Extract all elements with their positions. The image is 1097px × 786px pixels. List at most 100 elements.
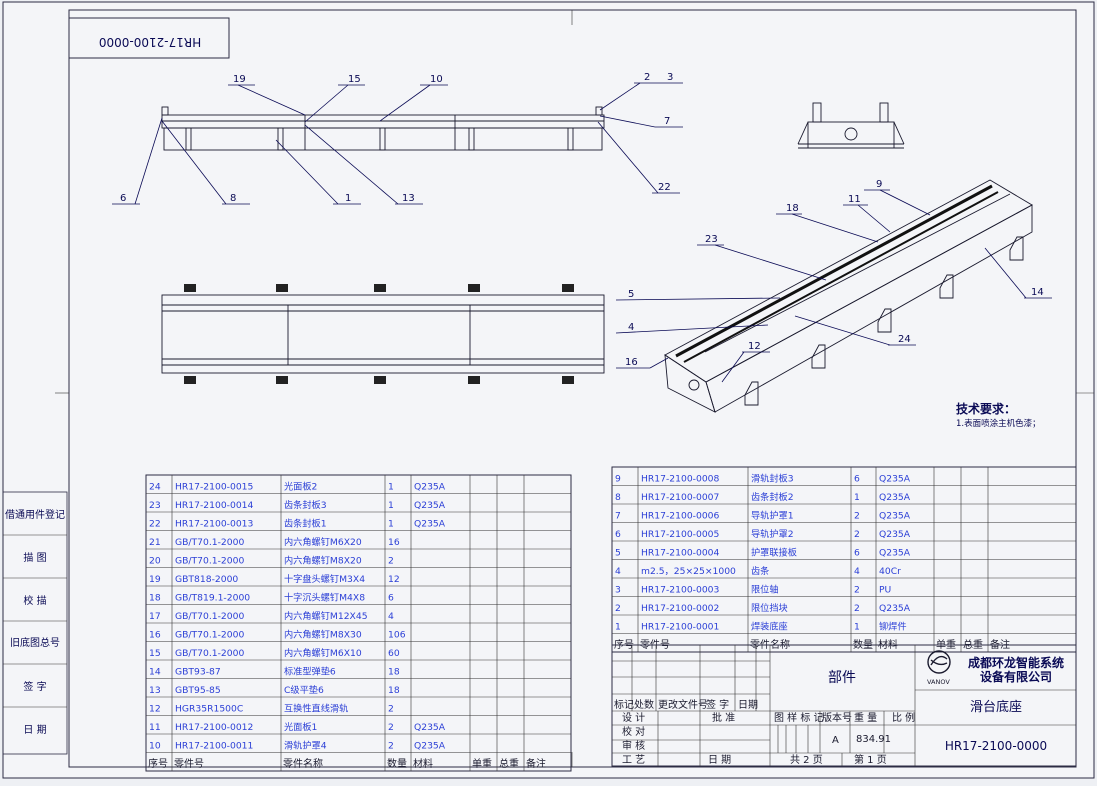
bom-left-row-24-col-2: 光面板2: [284, 481, 317, 493]
bom-right-row-8-col-4: Q235A: [879, 492, 911, 503]
bom-left-row-22-col-0: 22: [149, 519, 161, 530]
rev-header-mark: 标记: [614, 699, 634, 711]
balloon-8: 8: [230, 193, 236, 204]
bom-left-row-23-col-1: HR17-2100-0014: [175, 500, 254, 511]
bom-left-row-20-col-1: GB/T70.1-2000: [175, 556, 244, 567]
bom-right-row-2-col-2: 限位挡块: [751, 602, 788, 614]
bom-right-row-8-col-0: 8: [615, 492, 621, 503]
bom-left-row-21-col-1: GB/T70.1-2000: [175, 537, 244, 548]
bom-left-row-14-col-3: 18: [388, 667, 400, 678]
bom-left-row-16-col-1: GB/T70.1-2000: [175, 630, 244, 641]
bom-left-row-16-col-0: 16: [149, 630, 161, 641]
bom-right-row-7-col-0: 7: [615, 511, 621, 522]
balloon-24: 24: [898, 334, 911, 345]
bom-right-row-1-col-0: 1: [615, 622, 621, 633]
bom-left-header-1: 零件号: [174, 758, 204, 770]
bom-left-row-21-col-3: 16: [388, 537, 400, 548]
bom-right-row-4-col-2: 齿条: [751, 565, 769, 577]
bom-left-row-22-col-3: 1: [388, 519, 394, 530]
bom-right-row-6-col-3: 2: [854, 529, 860, 540]
bom-left-row-20-col-3: 2: [388, 556, 394, 567]
bom-left-row-19-col-2: 十字盘头螺钉M3X4: [284, 573, 365, 585]
bom-right-row-6-col-2: 导轨护罩2: [751, 528, 794, 540]
bom-left-row-15-col-3: 60: [388, 648, 400, 659]
bom-right-row-6-col-4: Q235A: [879, 529, 911, 540]
bom-left-row-19-col-0: 19: [149, 574, 161, 585]
bom-right-row-8-col-2: 齿条封板2: [751, 491, 794, 503]
bom-left-header-5: 单重: [472, 757, 492, 770]
inner-frame: [68, 9, 1077, 768]
balloon-10: 10: [430, 74, 443, 85]
balloon-2: 2: [644, 72, 650, 83]
title-block: 标记 处数 更改文件号 签 字 日期 设 计 校 对 审 核 工 艺 批 准 日…: [611, 644, 1077, 767]
bom-right-row-2-col-0: 2: [615, 603, 621, 614]
bom-right-row-3-col-3: 2: [854, 585, 860, 596]
balloon-12: 12: [748, 341, 761, 352]
bom-right-row-1-col-1: HR17-2100-0001: [641, 622, 719, 633]
bom-right-row-8-col-3: 1: [854, 492, 860, 503]
top-code: HR17-2100-0000: [99, 35, 201, 49]
bom-right-row-9-col-2: 滑轨封板3: [751, 473, 794, 485]
balloon-22: 22: [658, 182, 671, 193]
bom-left-row-18-col-1: GB/T819.1-2000: [175, 593, 250, 604]
balloon-13: 13: [402, 193, 415, 204]
balloon-6: 6: [120, 193, 126, 204]
bom-left-header-6: 总重: [499, 757, 519, 770]
rev-header-sign: 签 字: [706, 698, 729, 711]
balloon-11: 11: [848, 194, 861, 205]
bom-left-row-15-col-2: 内六角螺钉M6X10: [284, 647, 362, 659]
stage-header: 图 样 标 记: [774, 711, 824, 724]
bom-left-row-24-col-4: Q235A: [414, 482, 446, 493]
bom-left-row-17-col-1: GB/T70.1-2000: [175, 611, 244, 622]
rev-header-count: 处数: [634, 698, 654, 711]
bom-left-row-24-col-0: 24: [149, 482, 161, 493]
bom-left-row-21-col-0: 21: [149, 537, 161, 548]
bom-left-row-12-col-3: 2: [388, 704, 394, 715]
bom-left-row-18-col-3: 6: [388, 593, 394, 604]
bom-left-header-2: 零件名称: [283, 757, 323, 770]
balloon-leaders: [112, 82, 1052, 383]
company-line1: 成都环龙智能系统: [968, 655, 1064, 670]
bom-left-row-15-col-0: 15: [149, 648, 161, 659]
bom-left-row-23-col-4: Q235A: [414, 500, 446, 511]
bom-left-row-11-col-0: 11: [149, 722, 161, 733]
bom-right-row-1-col-4: 铆焊件: [879, 621, 907, 633]
balloon-15: 15: [348, 74, 361, 85]
rev-no-header: 版本号: [822, 711, 852, 724]
page-number: 第 1 页: [854, 753, 887, 766]
bom-left-row-24-col-1: HR17-2100-0015: [175, 482, 254, 493]
bom-left-row-17-col-3: 4: [388, 611, 394, 622]
role-process: 工 艺: [622, 754, 645, 766]
bom-left-row-19-col-1: GBT818-2000: [175, 574, 238, 585]
bom-left-row-22-col-1: HR17-2100-0013: [175, 519, 254, 530]
company-logo: VANOV: [927, 650, 951, 686]
left-record-column: 借通用件登记 描 图 校 描 旧底图总号 签 字 日 期: [2, 491, 68, 755]
bom-right-row-5-col-3: 6: [854, 548, 860, 559]
balloon-5: 5: [628, 289, 634, 300]
bom-right-row-1-col-2: 焊装底座: [751, 621, 788, 633]
bom-left-row-15-col-1: GB/T70.1-2000: [175, 648, 244, 659]
bom-right-row-5-col-1: HR17-2100-0004: [641, 548, 720, 559]
balloon-19: 19: [233, 74, 246, 85]
bom-left-row-22-col-4: Q235A: [414, 519, 446, 530]
role-design: 设 计: [622, 711, 645, 724]
record-label-5: 签 字: [23, 680, 46, 693]
bom-left-header-4: 材料: [413, 757, 433, 770]
bom-right-row-5-col-2: 护罩联接板: [751, 547, 797, 559]
bom-right-row-2-col-1: HR17-2100-0002: [641, 603, 719, 614]
bom-right-row-4-col-3: 4: [854, 566, 860, 577]
bom-left-row-23-col-2: 齿条封板3: [284, 499, 327, 511]
bom-left-row-20-col-2: 内六角螺钉M8X20: [284, 555, 362, 567]
part-name: 滑台底座: [970, 699, 1022, 715]
bom-left-row-14-col-2: 标准型弹垫6: [284, 666, 336, 678]
rev-header-date: 日期: [738, 699, 758, 711]
top-view: [161, 284, 605, 384]
bom-left-row-11-col-3: 2: [388, 722, 394, 733]
bom-right-row-9-col-3: 6: [854, 474, 860, 485]
part-type: 部件: [828, 670, 856, 686]
bom-right-row-7-col-4: Q235A: [879, 511, 911, 522]
bom-right-row-3-col-1: HR17-2100-0003: [641, 585, 720, 596]
bom-left-row-13-col-2: C级平垫6: [284, 684, 324, 696]
bom-left-row-14-col-1: GBT93-87: [175, 667, 221, 678]
bom-left-header-3: 数量: [387, 757, 407, 770]
